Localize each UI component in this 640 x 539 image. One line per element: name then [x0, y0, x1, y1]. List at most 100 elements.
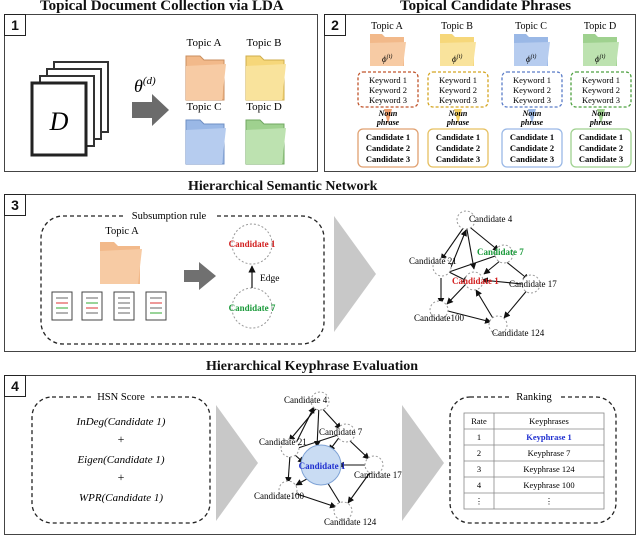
- theta-symbol: θ(d): [134, 75, 156, 96]
- panel4-graphic: HSN Score InDeg(Candidate 1) + Eigen(Can…: [31, 389, 617, 527]
- topic-label: Topic D: [584, 21, 616, 32]
- svg-text:Candidate 2: Candidate 2: [436, 143, 480, 153]
- network-node: [488, 315, 508, 335]
- table-cell: 1: [477, 432, 481, 442]
- section3-title: Hierarchical Semantic Network: [188, 179, 378, 194]
- topic-column: Topic B ϕ(t) Keyword 1 Keyword 2 Keyword…: [427, 21, 489, 168]
- down-arrow-icon: [597, 109, 605, 124]
- down-arrow-icon: [384, 109, 392, 124]
- svg-text:Keyword 3: Keyword 3: [582, 95, 620, 105]
- table-cell: 3: [477, 464, 481, 474]
- svg-text:phrase: phrase: [376, 118, 400, 127]
- phi-symbol: ϕ(t): [382, 53, 392, 64]
- folder-icon: [185, 119, 226, 165]
- edge-label: Edge: [260, 274, 280, 284]
- topic-label: Topic C: [515, 21, 547, 32]
- svg-text:Keyword 1: Keyword 1: [582, 75, 620, 85]
- topic-label: Topic A: [187, 37, 222, 49]
- phi-symbol: ϕ(t): [595, 53, 605, 64]
- svg-text:Keyword 1: Keyword 1: [513, 75, 551, 85]
- svg-text:Candidate 3: Candidate 3: [436, 154, 480, 164]
- panel-topical-documents: [4, 14, 318, 172]
- network-node: [310, 391, 330, 411]
- svg-text:phrase: phrase: [589, 118, 613, 127]
- network-node-label: Candidate 4: [284, 395, 328, 405]
- network-node-label: Candidate 1: [299, 461, 346, 471]
- hsn-score-title: HSN Score: [97, 392, 145, 403]
- svg-text:Candidate 1: Candidate 1: [366, 132, 410, 142]
- section4-number: 4: [4, 375, 26, 397]
- network-node: [278, 480, 298, 500]
- network-node-label: Candidate 7: [319, 427, 363, 437]
- svg-text:Keyword 3: Keyword 3: [513, 95, 551, 105]
- svg-text:Keyword 1: Keyword 1: [369, 75, 407, 85]
- svg-text:Candidate 1: Candidate 1: [579, 132, 623, 142]
- network-node: [521, 274, 541, 294]
- section1-title: Topical Document Collection via LDA: [40, 0, 284, 14]
- table-header: Rate: [471, 416, 487, 426]
- score-term: Eigen(Candidate 1): [76, 454, 164, 466]
- keyword-box: [427, 71, 489, 108]
- table-cell: 4: [477, 480, 482, 490]
- score-plus: +: [118, 432, 125, 446]
- topic-label: Topic C: [187, 101, 222, 113]
- phi-symbol: ϕ(t): [452, 53, 462, 64]
- svg-text:Keyword 3: Keyword 3: [439, 95, 477, 105]
- document-icon: [51, 291, 73, 321]
- section2-number: 2: [324, 14, 346, 36]
- network-node-label: Candidate 21: [409, 256, 457, 266]
- svg-text:Candidate 3: Candidate 3: [579, 154, 623, 164]
- table-cell: Keyphrase 124: [523, 464, 575, 474]
- network-node: [464, 271, 484, 291]
- candidate-box: [501, 128, 563, 168]
- svg-text:Candidate 3: Candidate 3: [366, 154, 410, 164]
- topic-column: Topic A ϕ(t) Keyword 1 Keyword 2 Keyword…: [357, 21, 419, 168]
- folder-icon: [583, 42, 619, 66]
- network-node-label: Candidate 21: [259, 437, 307, 447]
- folder-icon: [440, 42, 476, 66]
- svg-text:Keyword 3: Keyword 3: [369, 95, 407, 105]
- candidate-box: [427, 128, 489, 168]
- panel1-graphic: D θ(d) Topic A Topic B Topic C Topic D: [30, 37, 286, 165]
- hsn-score-box: [31, 396, 211, 524]
- svg-text:Noun: Noun: [591, 109, 611, 118]
- folder-icon: [370, 42, 406, 66]
- table-cell: Keyphrase 7: [528, 448, 571, 458]
- svg-text:Noun: Noun: [448, 109, 468, 118]
- down-arrow-icon: [454, 109, 462, 124]
- chevron-right-icon: [334, 216, 376, 332]
- svg-text:Candidate 2: Candidate 2: [579, 143, 623, 153]
- ranking-table: [463, 412, 605, 510]
- network-node-label: Candidate 7: [477, 247, 524, 257]
- candidate-box: [357, 128, 419, 168]
- chevron-right-icon: [216, 405, 258, 521]
- topic-column: Topic C ϕ(t) Keyword 1 Keyword 2 Keyword…: [501, 21, 563, 168]
- document-icon: [113, 291, 135, 321]
- candidate-bottom-label: Candidate 7: [229, 303, 276, 313]
- section2-title: Topical Candidate Phrases: [400, 0, 572, 14]
- ranking-title: Ranking: [516, 392, 552, 403]
- panel-keyphrase-evaluation: [4, 375, 636, 535]
- table-cell: ⋮: [475, 496, 484, 506]
- network-node: [456, 210, 476, 230]
- svg-text:phrase: phrase: [520, 118, 544, 127]
- network-node: [364, 455, 384, 475]
- network-node: [333, 501, 353, 521]
- svg-text:Keyword 2: Keyword 2: [369, 85, 407, 95]
- network-node: [280, 438, 300, 458]
- svg-text:Keyword 2: Keyword 2: [582, 85, 620, 95]
- network-node-label: Candidate 4: [469, 214, 513, 224]
- down-arrow-icon: [528, 109, 536, 124]
- document-icon: [145, 291, 167, 321]
- arrow-right-icon: [132, 94, 169, 126]
- svg-text:Candidate 2: Candidate 2: [510, 143, 554, 153]
- svg-text:Candidate 1: Candidate 1: [436, 132, 480, 142]
- topic-label: Topic B: [441, 21, 473, 32]
- keyword-box: [501, 71, 563, 108]
- table-header: Keyphrases: [529, 416, 569, 426]
- chevron-right-icon: [402, 405, 444, 521]
- network-node: [494, 244, 514, 264]
- section4-title: Hierarchical Keyphrase Evaluation: [206, 359, 419, 374]
- topic-label: Topic A: [105, 226, 139, 237]
- folder-icon: [100, 242, 142, 284]
